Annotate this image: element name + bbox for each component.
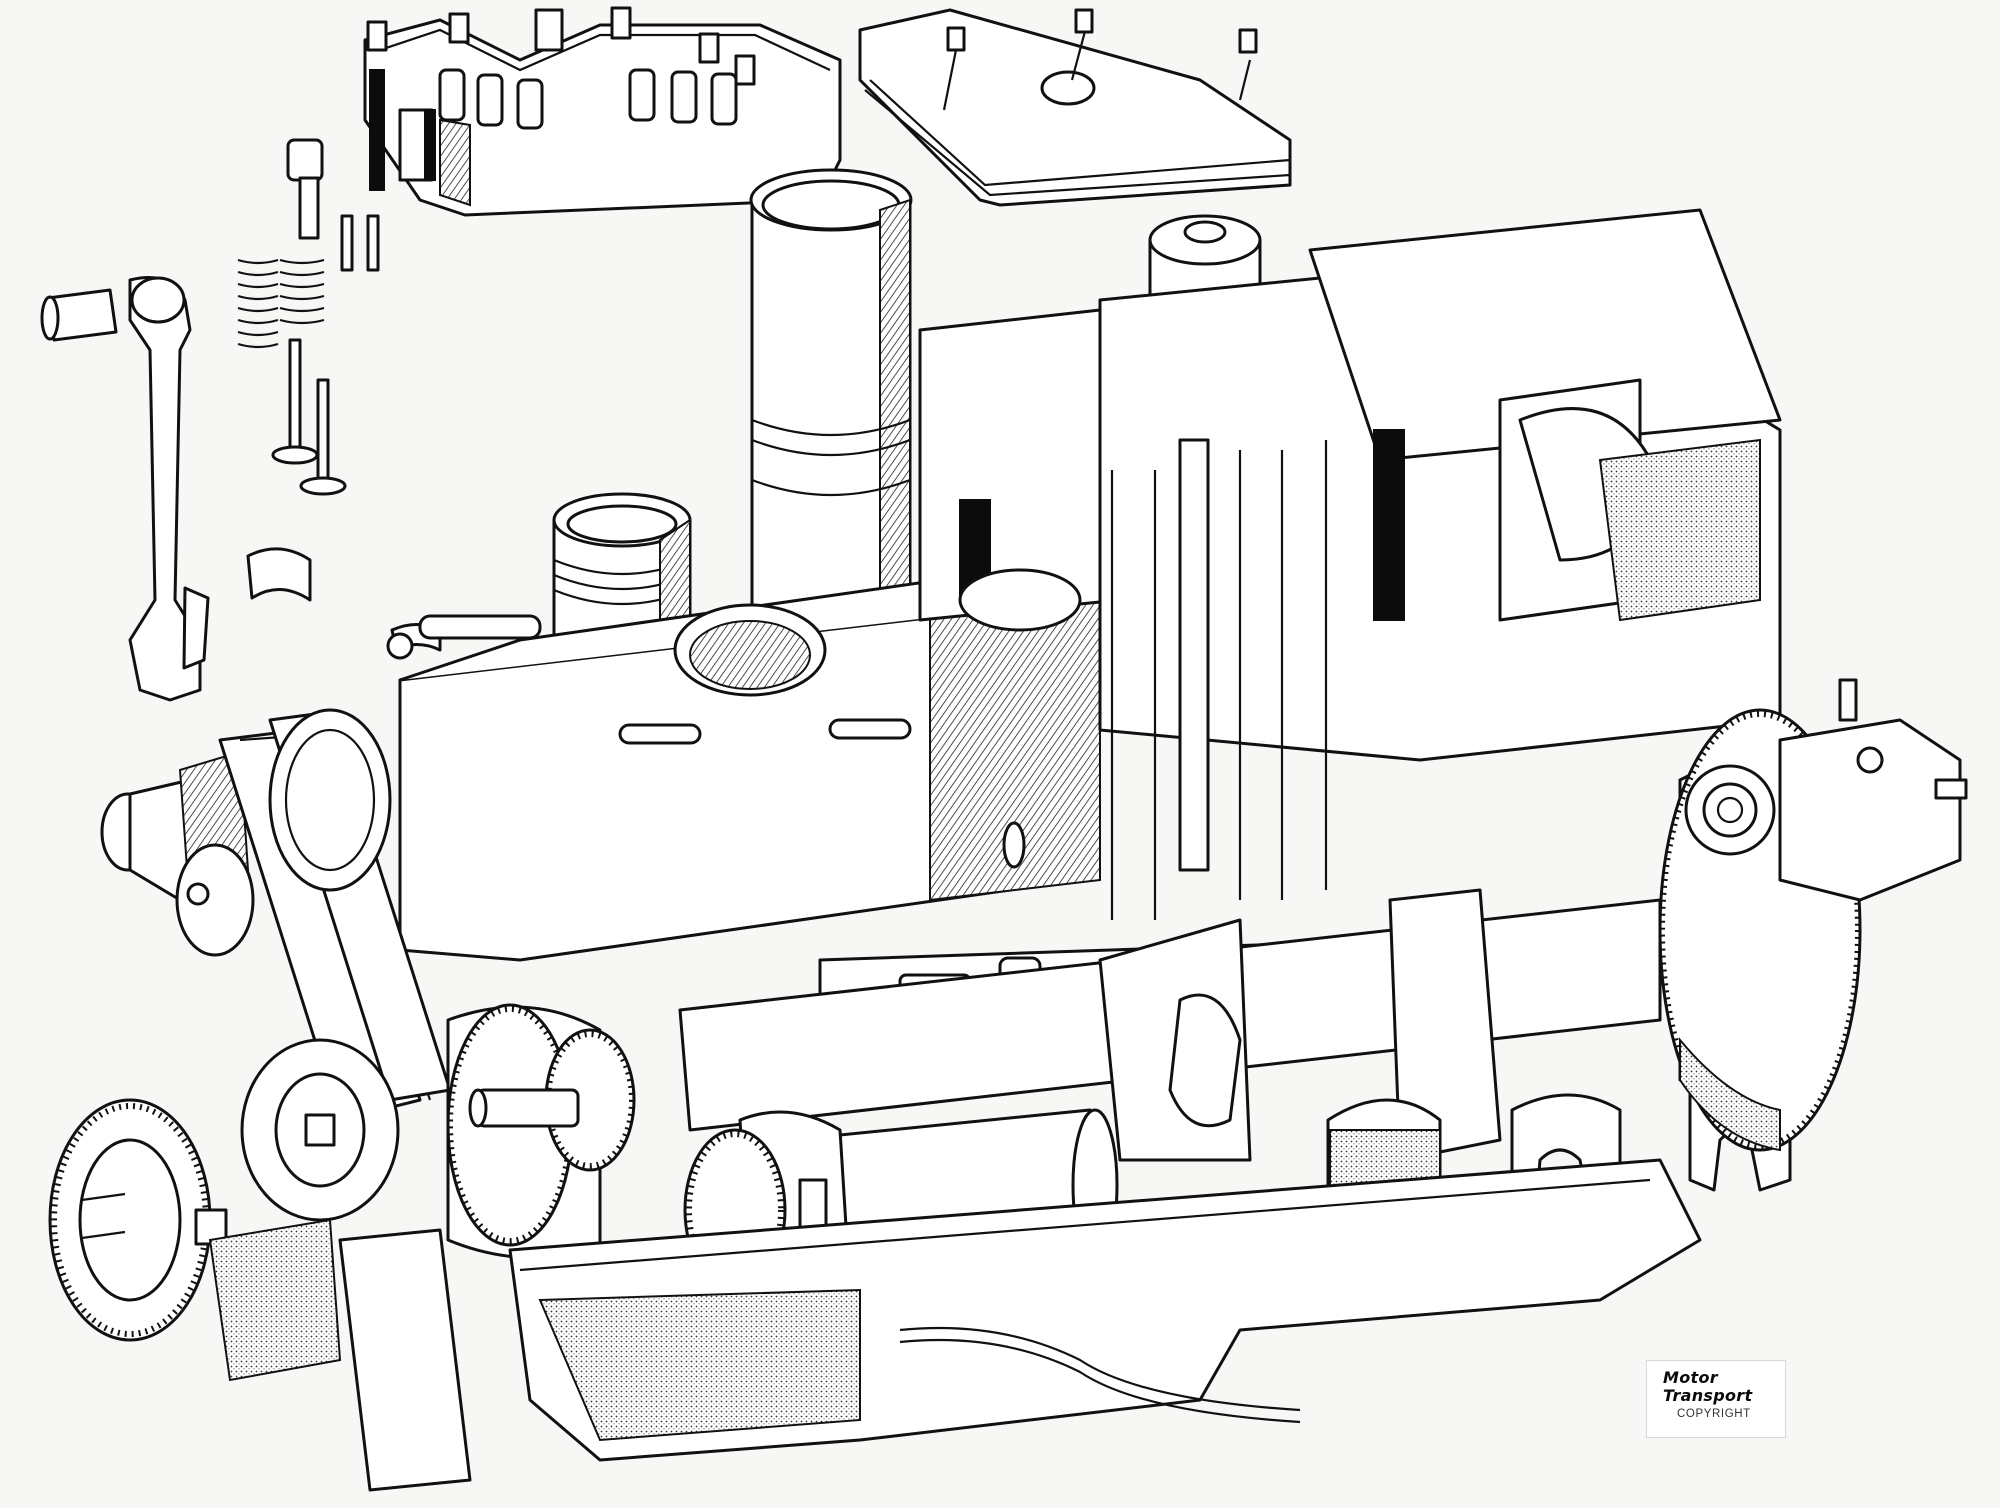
copyright-label: Motor Transport COPYRIGHT xyxy=(1646,1360,1786,1438)
push-rods xyxy=(1112,440,1326,920)
rocker-arms-row xyxy=(440,70,736,128)
cylinder-liner xyxy=(751,170,911,660)
connecting-rod xyxy=(42,278,208,701)
fuel-injection-pump xyxy=(1686,680,1966,900)
brand-name-line-2: Transport xyxy=(1663,1386,1753,1405)
timing-gears xyxy=(448,1005,634,1258)
bearing-shells xyxy=(248,549,440,658)
brand-name-line-1: Motor xyxy=(1663,1368,1718,1387)
head-studs xyxy=(368,8,754,84)
valve-gear-exploded xyxy=(238,140,378,494)
fan-pulley-and-belts xyxy=(102,710,450,1220)
valve-springs xyxy=(238,260,324,347)
oil-sump xyxy=(340,1160,1700,1490)
vibration-damper xyxy=(50,1100,340,1380)
cylinder-block xyxy=(400,210,1780,960)
cylinder-head-exploded xyxy=(365,8,840,215)
copyright-notice: COPYRIGHT xyxy=(1677,1408,1751,1420)
rocker-cover xyxy=(860,10,1290,205)
